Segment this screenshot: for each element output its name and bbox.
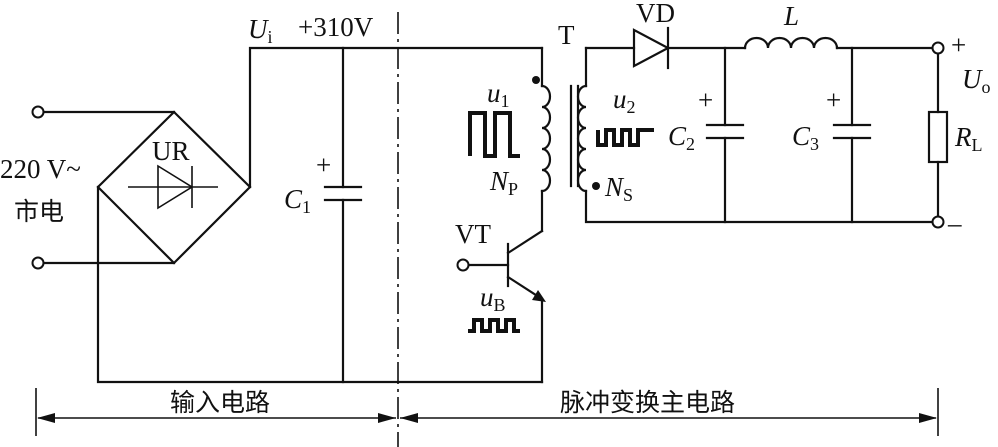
ub-waveform <box>468 318 520 333</box>
vt-collector <box>506 229 544 255</box>
vt-base-terminal <box>456 258 470 272</box>
dim-arrow-main-right <box>919 413 937 423</box>
mains-voltage-label: 220 V~ <box>0 154 81 184</box>
c2-plus: + <box>698 85 713 115</box>
ac-input-terminal-bottom <box>31 256 45 270</box>
dim-arrow-input-left <box>37 413 55 423</box>
dim-arrow-main-left <box>400 413 418 423</box>
inductor-label: L <box>783 1 799 31</box>
primary-winding <box>540 84 552 193</box>
np-label: NP <box>489 166 518 199</box>
inductor-l <box>743 36 839 50</box>
output-minus: – <box>947 208 962 238</box>
ui-label: Ui <box>248 14 273 47</box>
secondary-polarity-dot <box>592 182 600 190</box>
section-main-label: 脉冲变换主电路 <box>560 388 735 417</box>
bridge-diode-symbol <box>157 164 194 210</box>
u2-waveform <box>596 128 654 147</box>
dim-arrow-input-right <box>378 413 396 423</box>
voltage-label: +310V <box>298 12 374 42</box>
load-resistor-rl <box>927 110 949 164</box>
vt-emitter-arrow <box>532 290 546 302</box>
output-plus: + <box>951 30 966 60</box>
vd-label: VD <box>636 0 675 28</box>
bridge-rectifier <box>96 110 252 265</box>
u1-label: u1 <box>487 78 510 111</box>
transistor-label: VT <box>455 219 491 249</box>
u1-waveform <box>468 111 520 158</box>
ns-label: NS <box>604 172 633 205</box>
c2-label: C2 <box>668 121 695 154</box>
ub-label: uB <box>480 282 506 315</box>
wire-output-negative <box>584 189 942 224</box>
rl-label: RL <box>954 122 983 155</box>
bridge-label: UR <box>152 136 190 166</box>
mains-label: 市电 <box>14 197 64 226</box>
c3-label: C3 <box>792 121 819 154</box>
output-terminal-negative <box>931 215 945 229</box>
section-input-label: 输入电路 <box>170 388 270 417</box>
c1-plus: + <box>316 150 331 180</box>
secondary-winding <box>576 84 588 193</box>
u2-label: u2 <box>613 84 636 117</box>
primary-polarity-dot <box>532 76 540 84</box>
c1-label: C1 <box>284 184 311 217</box>
vd-diode-symbol <box>632 28 671 68</box>
uo-label: Uo <box>962 64 991 97</box>
ac-input-terminal-top <box>31 105 45 119</box>
c3-plus: + <box>826 85 841 115</box>
wire-dc-positive <box>248 46 544 189</box>
wire-dc-negative <box>96 185 544 384</box>
output-terminal-positive <box>931 41 945 55</box>
transformer-label: T <box>558 20 575 50</box>
